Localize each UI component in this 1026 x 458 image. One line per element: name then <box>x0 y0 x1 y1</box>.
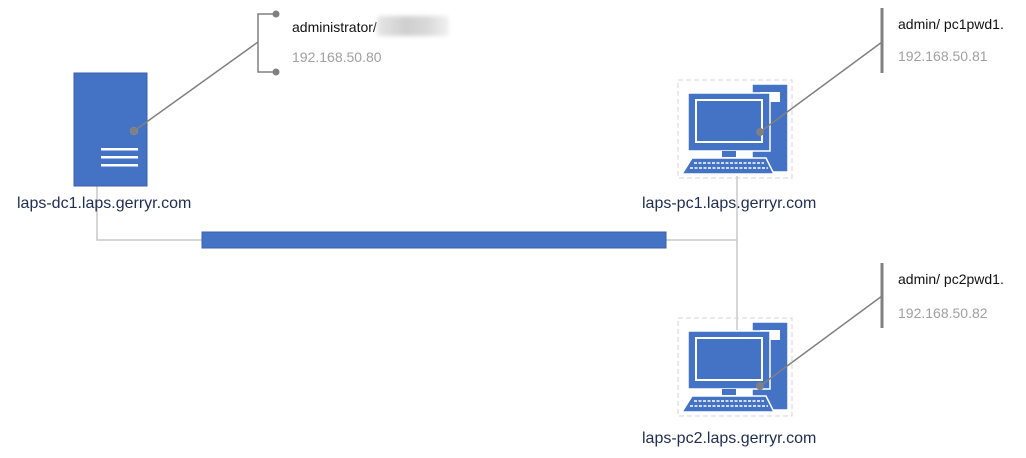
dc1-hostname: laps-dc1.laps.gerryr.com <box>17 195 192 212</box>
callout-dc1 <box>130 10 280 135</box>
pc2-ip: 192.168.50.82 <box>898 305 988 321</box>
pc1-ip: 192.168.50.81 <box>898 48 988 64</box>
network-bus-bar <box>201 231 667 249</box>
dc1-ip: 192.168.50.80 <box>292 49 382 65</box>
dc1-credential: administrator/ <box>292 16 449 36</box>
redacted-password-blur <box>376 16 449 36</box>
pc1-hostname: laps-pc1.laps.gerryr.com <box>642 195 817 212</box>
workstation-icon <box>677 317 793 417</box>
link-dc1-to-bus <box>96 186 202 241</box>
pc2-hostname: laps-pc2.laps.gerryr.com <box>642 430 817 447</box>
pc1-credential: admin/ pc1pwd1. <box>898 16 1004 32</box>
callout-pc1 <box>756 8 884 136</box>
dc1-credential-text: administrator/ <box>292 19 377 35</box>
callout-pc2 <box>756 263 884 390</box>
pc2-credential: admin/ pc2pwd1. <box>898 271 1004 287</box>
workstation-icon <box>677 79 793 179</box>
